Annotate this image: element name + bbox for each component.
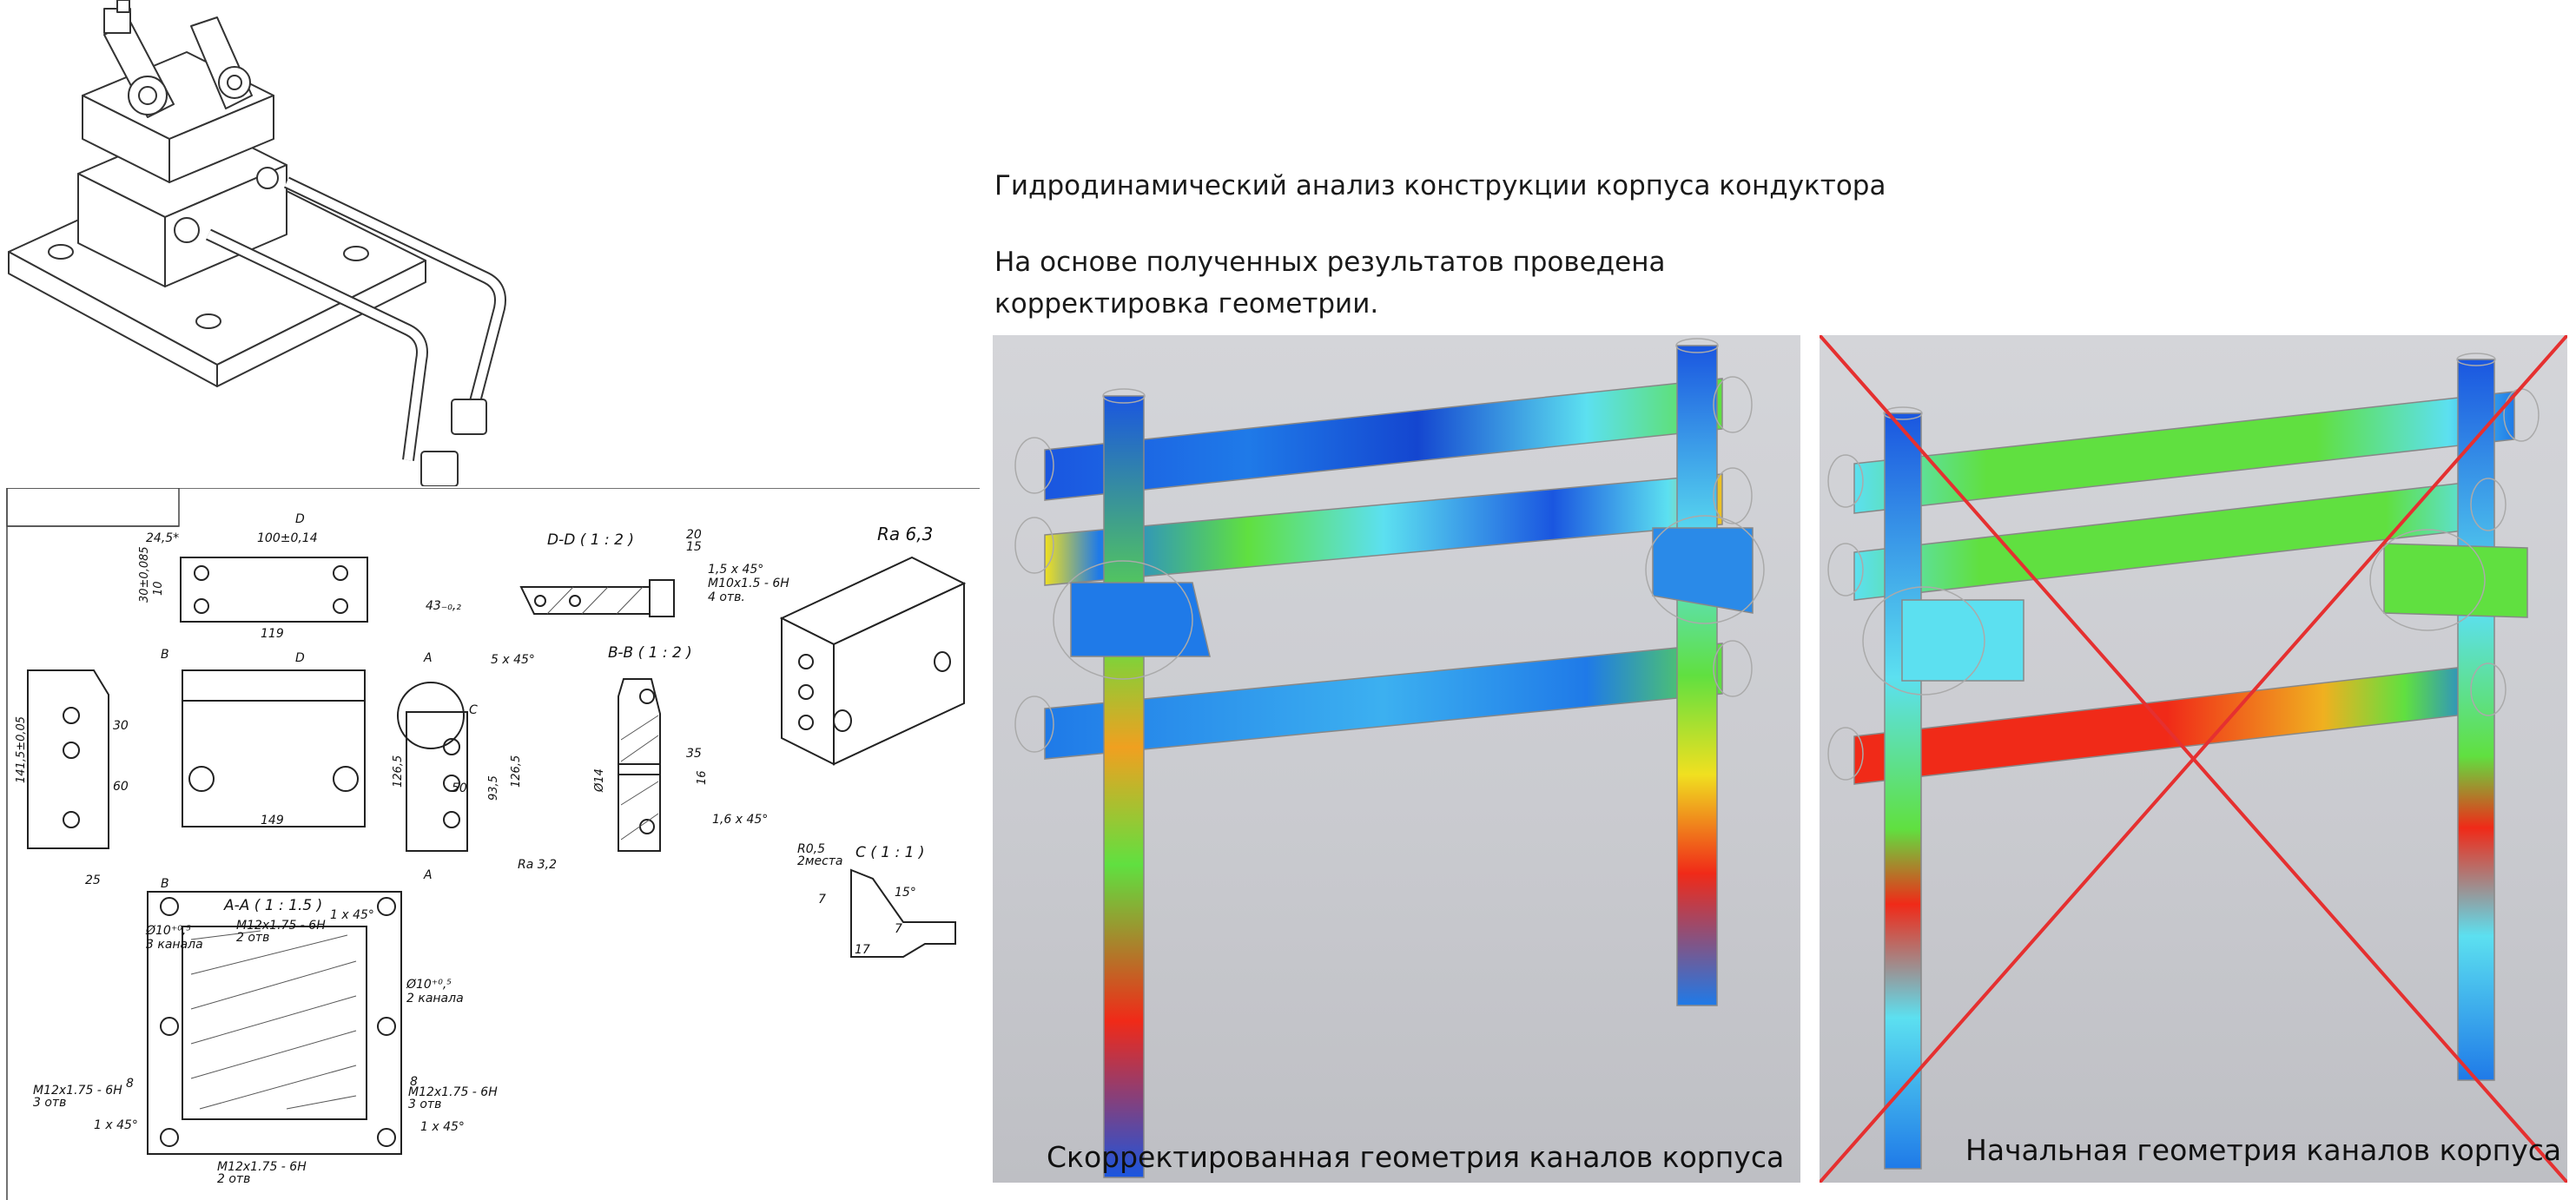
dim-label: M10x1.5 - 6H <box>708 577 789 590</box>
view-bb-label: B-B ( 1 : 2 ) <box>608 644 692 662</box>
view-dd-label: D-D ( 1 : 2 ) <box>547 531 634 549</box>
dim-label: 24,5* <box>146 531 179 545</box>
dim-label: 100±0,14 <box>257 531 318 545</box>
dim-label: 15° <box>895 886 916 900</box>
panel-caption-initial: Начальная геометрия каналов корпуса <box>1965 1133 2562 1167</box>
dim-label: 1,6 x 45° <box>712 813 768 827</box>
dim-label: 8 <box>410 1075 418 1089</box>
flow-simulation-corrected <box>1014 338 1765 1178</box>
dim-label: M12x1.75 - 6H <box>236 919 326 933</box>
dim-label: 16 <box>696 770 709 785</box>
section-letter: D <box>295 651 305 665</box>
dim-label: 50 <box>452 781 467 795</box>
dim-label: 25 <box>85 874 101 887</box>
dim-label: 60 <box>113 780 129 794</box>
section-letter: C <box>469 703 478 717</box>
dim-label: 30 <box>113 719 129 733</box>
side-block-left-initial <box>1901 599 2024 682</box>
simulation-panel-initial: Начальная геометрия каналов корпуса <box>1820 335 2567 1183</box>
channel-bottom-initial <box>1853 664 2480 785</box>
dim-label: 30±0,085 <box>138 546 151 603</box>
side-block-left <box>1070 582 1211 657</box>
dim-label: 149 <box>261 814 284 827</box>
page-title: Гидродинамический анализ конструкции кор… <box>994 170 1886 201</box>
dim-label: M12x1.75 - 6H <box>217 1160 307 1174</box>
dim-label: 5 x 45° <box>491 653 535 667</box>
subtitle-line-1: На основе полученных результатов проведе… <box>994 247 1666 278</box>
dim-label: 3 отв <box>33 1096 66 1110</box>
dim-label: Ø14 <box>593 768 606 793</box>
section-letter: D <box>295 512 305 526</box>
dim-label: Ø10⁺⁰,⁵ <box>145 924 191 938</box>
column-left-initial <box>1884 412 1922 1170</box>
section-letter: A <box>423 868 433 882</box>
dim-label: M12x1.75 - 6H <box>33 1084 122 1098</box>
side-block-right-initial <box>2383 543 2528 618</box>
dim-label: 43₋₀,₂ <box>426 599 461 613</box>
dim-label: 2 канала <box>406 992 464 1005</box>
simulation-panel-corrected: Скорректированная геометрия каналов корп… <box>993 335 1800 1183</box>
dim-label: 7 <box>895 922 902 936</box>
column-left <box>1103 395 1145 1178</box>
subtitle-line-2: корректировка геометрии. <box>994 288 1379 320</box>
dim-label: 1 x 45° <box>330 908 374 922</box>
section-letter: B <box>161 877 169 891</box>
channel-top <box>1044 378 1723 501</box>
assembly-isometric-drawing <box>8 0 506 486</box>
panel-caption-corrected: Скорректированная геометрия каналов корп… <box>1047 1140 1785 1174</box>
dim-label: 4 отв. <box>708 590 745 604</box>
roughness-label-local: Ra 3,2 <box>518 858 557 872</box>
dim-label: 10 <box>152 581 165 596</box>
dim-label: 8 <box>126 1077 134 1091</box>
page-subtitle: На основе полученных результатов проведе… <box>994 241 1776 325</box>
dim-label: 35 <box>686 747 702 761</box>
dim-label: 141,5±0,05 <box>15 716 28 783</box>
dim-label: 126,5 <box>510 755 523 788</box>
dim-label: Ø10⁺⁰,⁵ <box>406 978 452 992</box>
dim-label: 17 <box>855 943 870 957</box>
dim-label: 93,5 <box>487 775 500 801</box>
dim-label: 2места <box>797 854 843 868</box>
dim-label: 1 x 45° <box>94 1118 138 1132</box>
dim-label: 3 отв <box>408 1098 441 1111</box>
dim-label: 15 <box>686 540 702 554</box>
engineering-drawing-sheet: 24,5* 100±0,14 D 119 D B B 149 43₋₀,₂ 5 … <box>6 488 980 1200</box>
section-letter: B <box>161 648 169 662</box>
view-aa-label: A-A ( 1 : 1.5 ) <box>223 897 322 914</box>
dim-label: R0,5 <box>797 842 825 856</box>
dim-label: 1,5 x 45° <box>708 563 763 577</box>
channel-middle <box>1044 473 1723 586</box>
section-letter: A <box>423 651 433 665</box>
side-block-right <box>1652 527 1754 614</box>
dim-label: 126,5 <box>392 755 405 788</box>
dim-label: 2 отв <box>236 931 269 945</box>
roughness-label: Ra 6,3 <box>877 524 933 544</box>
front-view-outline <box>182 669 366 827</box>
dim-label: M12x1.75 - 6H <box>408 1085 498 1099</box>
dim-label: 7 <box>818 893 826 907</box>
flow-simulation-initial <box>1820 335 2567 1183</box>
view-c-label: C ( 1 : 1 ) <box>855 844 925 861</box>
cross-line-2 <box>1820 335 2567 1183</box>
dim-label: 119 <box>261 627 284 641</box>
dim-label: 2 отв <box>217 1172 250 1186</box>
dim-label: 20 <box>686 528 702 542</box>
column-right <box>1676 345 1718 1006</box>
channel-bottom <box>1044 643 1723 760</box>
column-right-initial <box>2457 359 2495 1081</box>
dim-label: 3 канала <box>146 938 203 952</box>
dim-label: 1 x 45° <box>420 1120 465 1134</box>
